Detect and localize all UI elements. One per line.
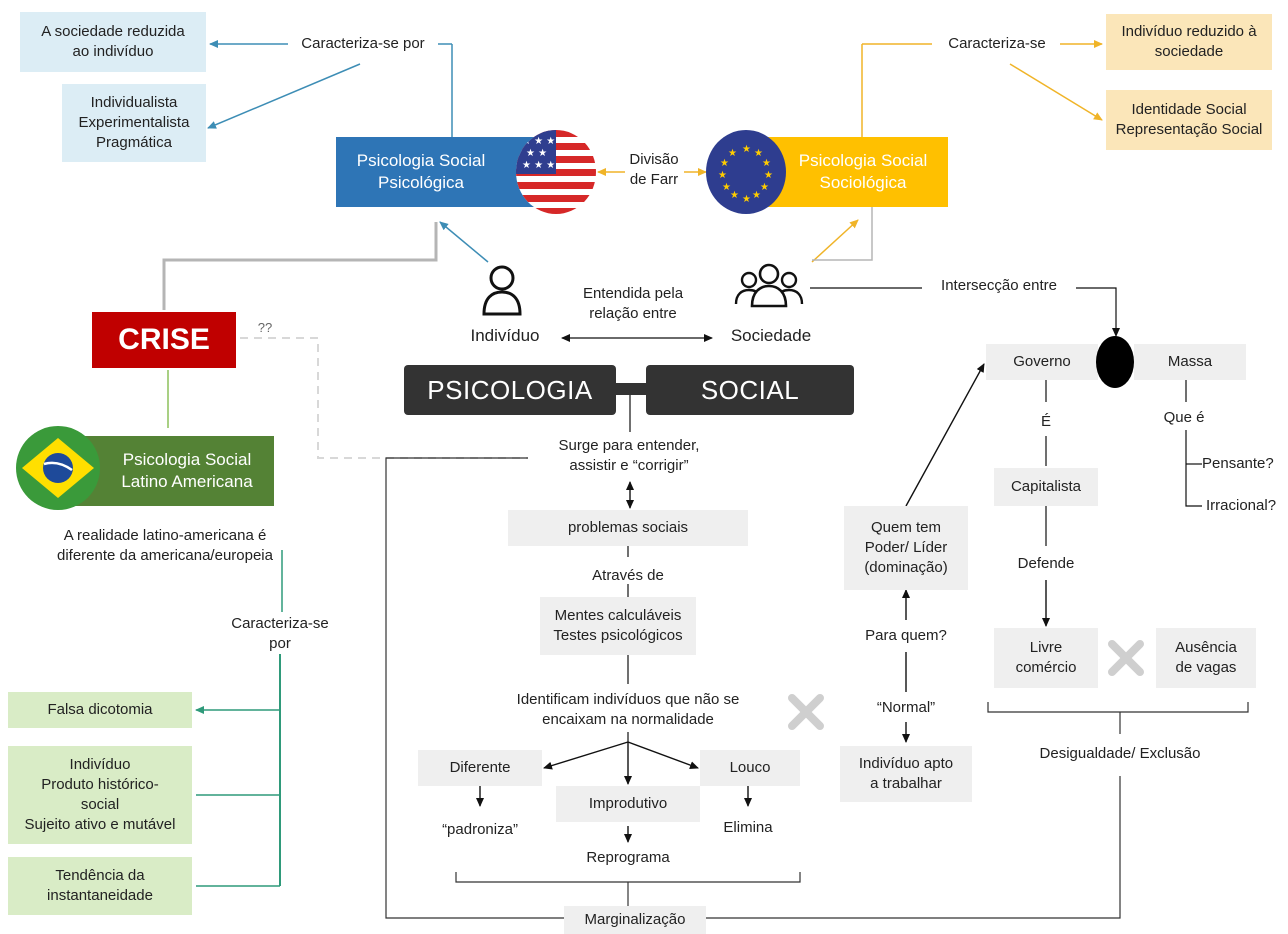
problemas-sociais-box: problemas sociais (508, 510, 748, 546)
eu-flag-icon: ★★★ ★★★ ★★★ ★★★ (706, 130, 786, 214)
ausencia-de-vagas-box: Ausência de vagas (1156, 628, 1256, 688)
group-icon (732, 262, 806, 308)
svg-text:★: ★ (754, 148, 763, 159)
person-icon (480, 264, 524, 316)
individualista-box: Individualista Experimentalista Pragmáti… (62, 84, 206, 162)
falsa-dicotomia-box: Falsa dicotomia (8, 692, 192, 728)
atraves-de-label: Através de (592, 567, 664, 584)
question-marks-label: ?? (257, 320, 273, 335)
individuo-reduzido-box: Indivíduo reduzido à sociedade (1106, 14, 1272, 70)
svg-text:★: ★ (742, 144, 751, 155)
desigualdade-exclusao-label: Desigualdade/ Exclusão (1039, 745, 1201, 762)
caracteriza-se-por-label-left: Caracteriza-se por (288, 34, 438, 54)
sociedade-label: Sociedade (730, 326, 812, 345)
governo-box: Governo (986, 344, 1098, 380)
diferente-box: Diferente (418, 750, 542, 786)
e-label: É (1040, 413, 1051, 430)
divisao-de-farr-label: Divisão de Farr (629, 151, 679, 188)
svg-text:★: ★ (764, 170, 773, 181)
livre-comercio-box: Livre comércio (994, 628, 1098, 688)
capitalista-box: Capitalista (994, 468, 1098, 506)
padroniza-label: “padroniza” (442, 821, 518, 838)
defende-label: Defende (1017, 555, 1075, 572)
caracteriza-se-por-label-latino: Caracteriza-se por (220, 614, 340, 654)
quem-tem-poder-box: Quem tem Poder/ Líder (dominação) (844, 506, 968, 590)
crise-box: CRISE (92, 312, 236, 368)
improdutivo-box: Improdutivo (556, 786, 700, 822)
usa-flag-icon: ★ ★ ★ ★ ★ ★ ★ ★ (516, 130, 596, 214)
elimina-label: Elimina (723, 819, 773, 836)
que-e-label: Que é (1152, 408, 1216, 428)
cross-icon (786, 692, 826, 732)
realidade-latino-americana-text: A realidade latino-americana é diferente… (57, 527, 273, 564)
individuo-label: Indivíduo (470, 326, 540, 345)
brazil-flag-icon (16, 426, 100, 510)
interseccao-label: Intersecção entre (924, 276, 1074, 296)
svg-text:★ ★: ★ ★ (526, 148, 547, 159)
irracional-label: Irracional? (1206, 497, 1277, 514)
svg-text:★ ★ ★: ★ ★ ★ (522, 136, 555, 147)
reprograma-label: Reprograma (586, 849, 670, 866)
sociedade-reduzida-box: A sociedade reduzida ao indivíduo (20, 12, 206, 72)
louco-box: Louco (700, 750, 800, 786)
svg-text:★: ★ (718, 170, 727, 181)
svg-text:★: ★ (742, 194, 751, 205)
intersection-dot-icon (1096, 336, 1134, 388)
massa-box: Massa (1134, 344, 1246, 380)
individuo-apto-box: Indivíduo apto a trabalhar (840, 746, 972, 802)
svg-text:★: ★ (752, 190, 761, 201)
para-quem-label: Para quem? (865, 627, 947, 644)
identificam-individuos-text: Identificam indivíduos que não se encaix… (516, 691, 740, 728)
svg-text:★: ★ (720, 158, 729, 169)
cross-icon-2 (1106, 638, 1146, 678)
psicologia-word-box: PSICOLOGIA (404, 365, 616, 415)
marginalizacao-box: Marginalização (564, 906, 706, 934)
svg-text:★ ★ ★: ★ ★ ★ (522, 160, 555, 171)
individuo-produto-historico-box: Indivíduo Produto histórico- social Suje… (8, 746, 192, 844)
svg-text:★: ★ (760, 182, 769, 193)
psicologia-social-link (612, 383, 652, 395)
entendida-pela-relacao-label: Entendida pela relação entre (582, 285, 684, 322)
surge-para-entender-text: Surge para entender, assistir e “corrigi… (534, 436, 724, 476)
pensante-label: Pensante? (1202, 455, 1274, 472)
svg-text:★: ★ (762, 158, 771, 169)
svg-text:★: ★ (728, 148, 737, 159)
caracteriza-se-label-right: Caracteriza-se (934, 34, 1060, 54)
identidade-social-box: Identidade Social Representação Social (1106, 90, 1272, 150)
normal-label: “Normal” (876, 699, 936, 716)
psicologia-social-psicologica-box: Psicologia Social Psicológica (336, 137, 536, 207)
svg-text:★: ★ (730, 190, 739, 201)
mentes-calculaveis-box: Mentes calculáveis Testes psicológicos (540, 597, 696, 655)
svg-text:★: ★ (722, 182, 731, 193)
social-word-box: SOCIAL (646, 365, 854, 415)
tendencia-instantaneidade-box: Tendência da instantaneidade (8, 857, 192, 915)
